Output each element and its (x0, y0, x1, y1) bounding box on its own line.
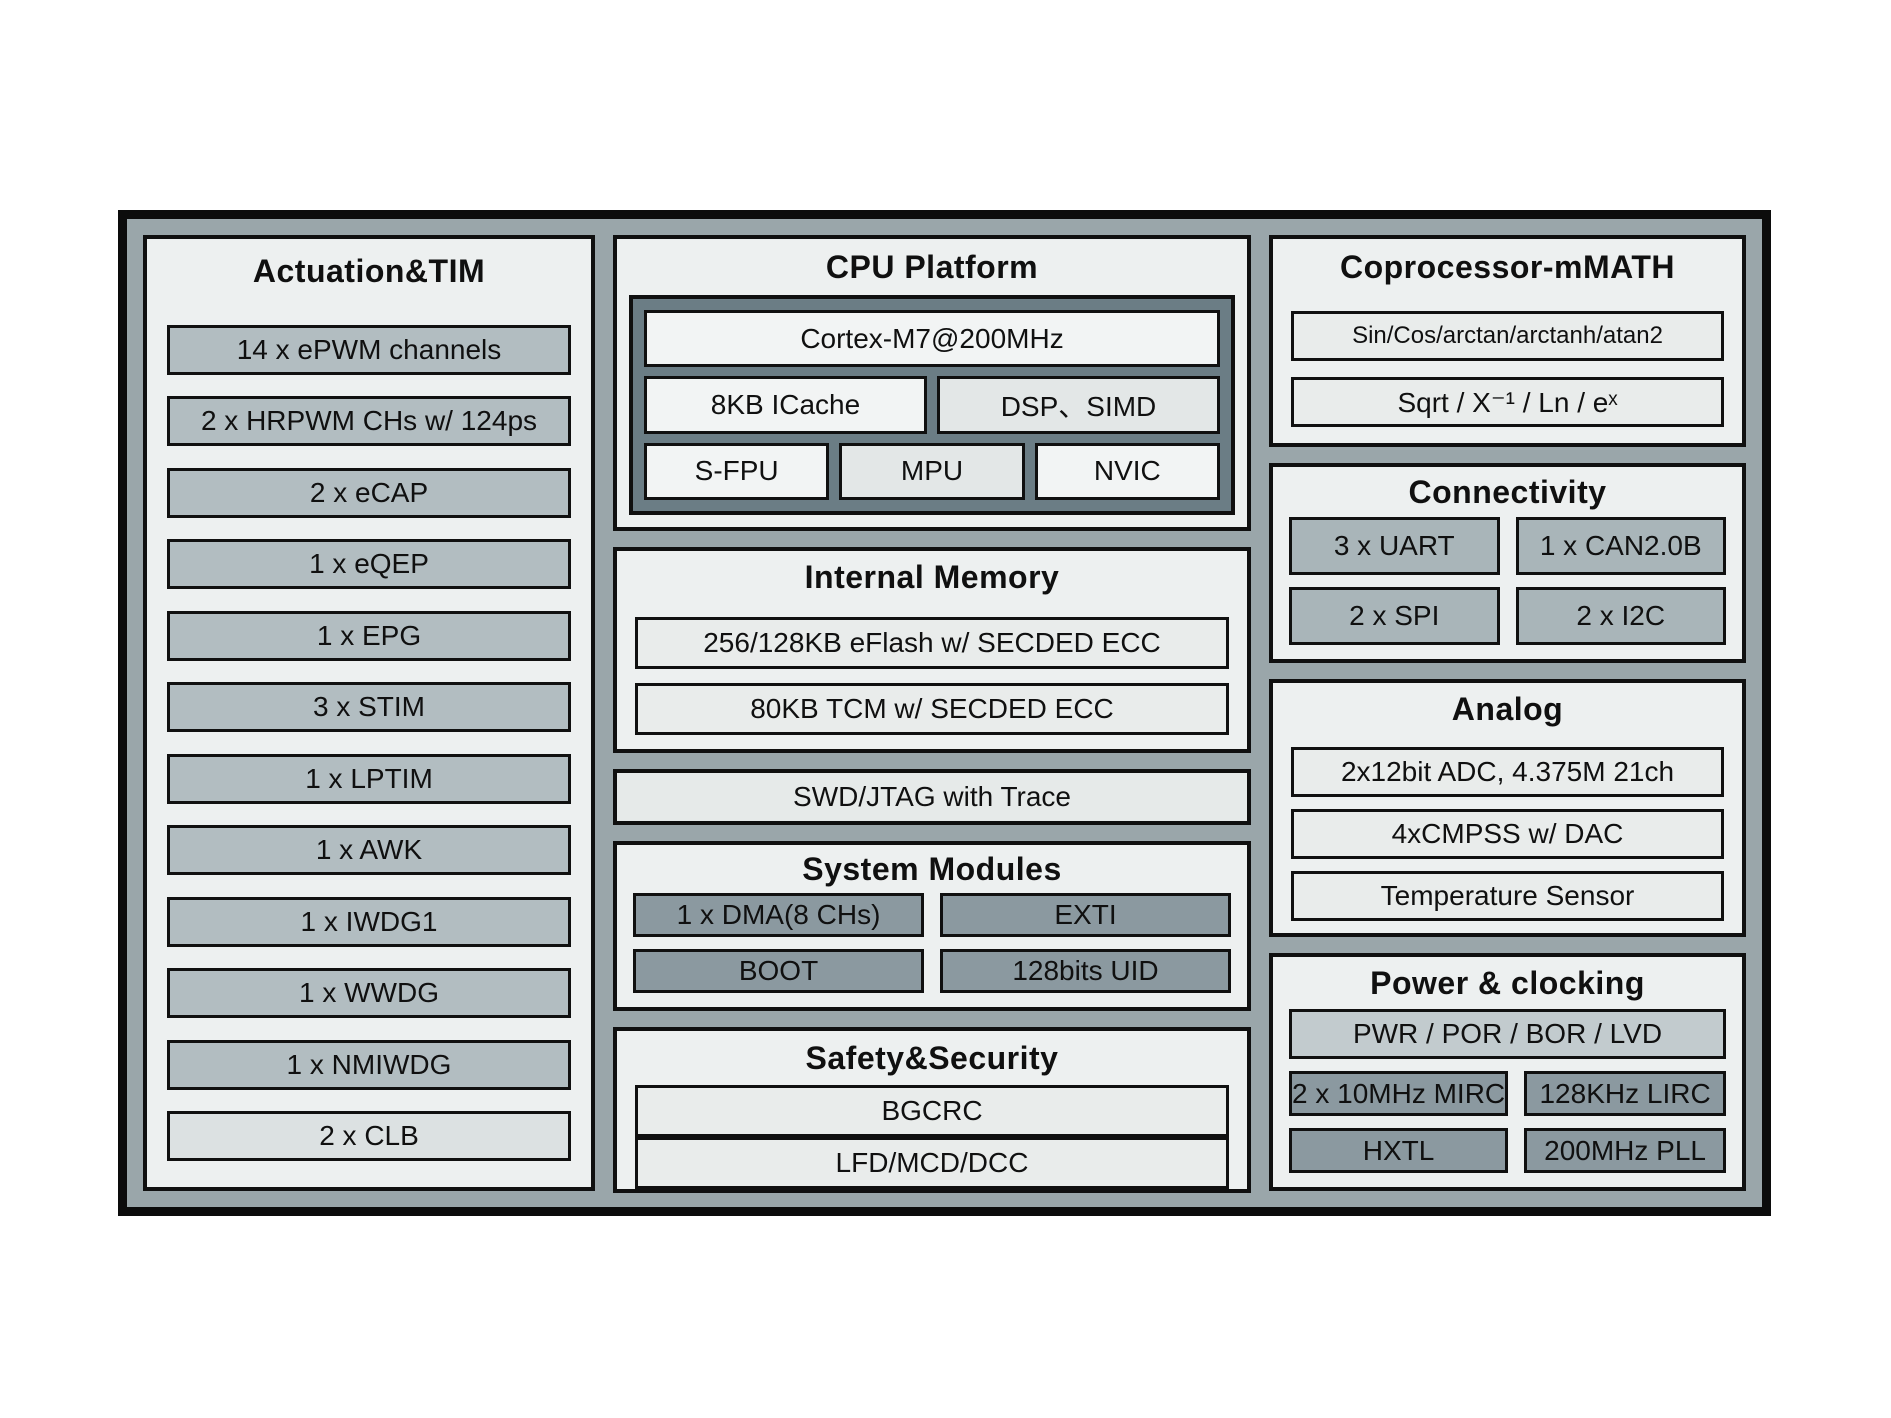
coprocessor-mmath-panel: Coprocessor-mMATH Sin/Cos/arctan/arctanh… (1269, 235, 1746, 447)
block-iwdg1: 1 x IWDG1 (167, 896, 571, 947)
block-pwr-por-bor-lvd: PWR / POR / BOR / LVD (1289, 1009, 1726, 1059)
block-i2c: 2 x I2C (1515, 587, 1726, 645)
block-nmiwdg: 1 x NMIWDG (167, 1039, 571, 1090)
block-lirc: 128KHz LIRC (1524, 1071, 1726, 1116)
block-hxtl: HXTL (1289, 1128, 1509, 1173)
block-icache: 8KB ICache (644, 376, 927, 434)
system-modules-title: System Modules (802, 850, 1062, 887)
block-tcm: 80KB TCM w/ SECDED ECC (635, 683, 1229, 735)
actuation-rows: 14 x ePWM channels 2 x HRPWM CHs w/ 124p… (147, 303, 591, 1187)
block-adc: 2x12bit ADC, 4.375M 21ch (1291, 747, 1724, 797)
cpu-core-container: Cortex-M7@200MHz 8KB ICache DSP、SIMD S-F… (629, 295, 1235, 515)
block-stim: 3 x STIM (167, 682, 571, 733)
column-cpu: CPU Platform Cortex-M7@200MHz 8KB ICache… (613, 235, 1251, 1193)
column-actuation: Actuation&TIM 14 x ePWM channels 2 x HRP… (143, 235, 595, 1191)
block-epg: 1 x EPG (167, 610, 571, 661)
block-sfpu: S-FPU (644, 442, 830, 500)
system-modules-panel: System Modules 1 x DMA(8 CHs) EXTI BOOT … (613, 841, 1251, 1011)
block-cmpss: 4xCMPSS w/ DAC (1291, 809, 1724, 859)
analog-title: Analog (1451, 690, 1564, 727)
block-lfd-mcd-dcc: LFD/MCD/DCC (635, 1137, 1229, 1189)
actuation-tim-panel: Actuation&TIM 14 x ePWM channels 2 x HRP… (143, 235, 595, 1191)
analog-panel: Analog 2x12bit ADC, 4.375M 21ch 4xCMPSS … (1269, 679, 1746, 937)
block-nvic: NVIC (1034, 442, 1220, 500)
block-mpu: MPU (839, 442, 1025, 500)
block-exti: EXTI (940, 893, 1231, 937)
block-epwm: 14 x ePWM channels (167, 324, 571, 375)
mcu-block-diagram: Actuation&TIM 14 x ePWM channels 2 x HRP… (118, 210, 1771, 1216)
connectivity-panel: Connectivity 3 x UART 1 x CAN2.0B 2 x SP… (1269, 463, 1746, 663)
block-eflash: 256/128KB eFlash w/ SECDED ECC (635, 617, 1229, 669)
block-lptim: 1 x LPTIM (167, 753, 571, 804)
cpu-platform-title: CPU Platform (825, 248, 1039, 285)
block-uid: 128bits UID (940, 949, 1231, 993)
connectivity-title: Connectivity (1408, 473, 1607, 510)
block-temp-sensor: Temperature Sensor (1291, 871, 1724, 921)
block-dma: 1 x DMA(8 CHs) (633, 893, 924, 937)
block-mirc: 2 x 10MHz MIRC (1289, 1071, 1509, 1116)
block-pll: 200MHz PLL (1524, 1128, 1726, 1173)
block-spi: 2 x SPI (1289, 587, 1500, 645)
block-wwdg: 1 x WWDG (167, 968, 571, 1019)
block-cortex-m7: Cortex-M7@200MHz (644, 310, 1220, 368)
block-clb: 2 x CLB (167, 1111, 571, 1162)
actuation-tim-title: Actuation&TIM (252, 252, 486, 289)
power-clocking-panel: Power & clocking PWR / POR / BOR / LVD 2… (1269, 953, 1746, 1191)
safety-security-panel: Safety&Security BGCRC LFD/MCD/DCC (613, 1027, 1251, 1193)
cpu-platform-panel: CPU Platform Cortex-M7@200MHz 8KB ICache… (613, 235, 1251, 531)
block-boot: BOOT (633, 949, 924, 993)
block-awk: 1 x AWK (167, 825, 571, 876)
block-ecap: 2 x eCAP (167, 467, 571, 518)
block-bgcrc: BGCRC (635, 1085, 1229, 1137)
block-eqep: 1 x eQEP (167, 539, 571, 590)
block-uart: 3 x UART (1289, 517, 1500, 575)
coprocessor-mmath-title: Coprocessor-mMATH (1339, 248, 1676, 285)
power-clocking-title: Power & clocking (1370, 964, 1645, 1001)
column-peripherals: Coprocessor-mMATH Sin/Cos/arctan/arctanh… (1269, 235, 1746, 1191)
block-sqrt-ln-exp: Sqrt / X⁻¹ / Ln / eˣ (1291, 377, 1724, 427)
block-can: 1 x CAN2.0B (1515, 517, 1726, 575)
safety-security-title: Safety&Security (805, 1039, 1059, 1076)
block-hrpwm: 2 x HRPWM CHs w/ 124ps (167, 396, 571, 447)
internal-memory-panel: Internal Memory 256/128KB eFlash w/ SECD… (613, 547, 1251, 753)
block-dsp-simd: DSP、SIMD (937, 376, 1220, 434)
block-trig-functions: Sin/Cos/arctan/arctanh/atan2 (1291, 311, 1724, 361)
block-swd-jtag: SWD/JTAG with Trace (613, 769, 1251, 825)
internal-memory-title: Internal Memory (804, 558, 1060, 595)
